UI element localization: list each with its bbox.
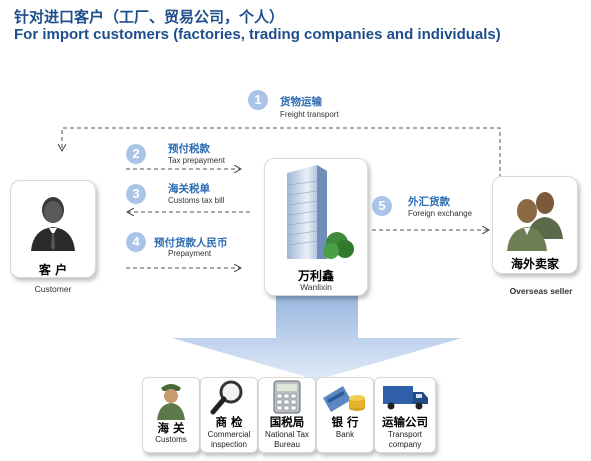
company-caption: Wanlixin	[300, 282, 332, 292]
step-1-number: 1	[248, 90, 268, 110]
agency-customs-label: 海 关	[157, 421, 185, 435]
agency-bank-label: 银 行	[331, 415, 359, 429]
step-4-caption: Prepayment	[168, 249, 212, 258]
funnel-arrow	[172, 296, 462, 380]
office-building-icon	[287, 165, 354, 259]
freight-arrow	[62, 127, 501, 178]
step-4-number: 4	[126, 232, 146, 252]
soldier-icon	[157, 384, 185, 420]
step-5-caption: Foreign exchange	[408, 209, 473, 218]
agency-bank: 银 行 Bank	[316, 377, 374, 453]
company-label: 万利鑫	[297, 269, 334, 283]
agency-inspection: 商 检 Commercial inspection	[200, 377, 258, 453]
customer-card: 客 户	[10, 180, 96, 278]
page-title-en: For import customers (factories, trading…	[14, 26, 501, 43]
step-3-label: 海关税单	[168, 183, 210, 195]
agency-bank-caption: Bank	[335, 430, 355, 439]
agency-customs: 海 关 Customs	[142, 377, 200, 453]
step-4-label: 预付货款人民币	[154, 237, 228, 249]
page-title-cn: 针对进口客户（工厂、贸易公司，个人）	[14, 8, 285, 26]
step-2-caption: Tax prepayment	[168, 156, 225, 165]
agency-inspection-label: 商 检	[215, 415, 243, 429]
seller-caption: Overseas seller	[509, 286, 573, 296]
agency-customs-caption: Customs	[155, 435, 187, 444]
step-3-number: 3	[126, 184, 146, 204]
step-2-number: 2	[126, 144, 146, 164]
step-5-number: 5	[372, 196, 392, 216]
agency-tax-caption: National Tax Bureau	[265, 430, 309, 449]
agency-transport-caption: Transport company	[388, 430, 422, 449]
step-5-label: 外汇货款	[408, 196, 450, 208]
businessman-icon	[31, 197, 75, 251]
step-1-caption: Freight transport	[280, 110, 339, 119]
agency-tax-bureau: 国税局 National Tax Bureau	[258, 377, 316, 453]
business-people-icon	[507, 192, 563, 251]
agency-transport-label: 运输公司	[382, 415, 428, 429]
seller-label: 海外卖家	[510, 257, 559, 271]
truck-icon	[383, 386, 428, 410]
seller-card: 海外卖家	[492, 176, 578, 274]
customer-caption: Customer	[34, 284, 72, 294]
company-card: 万利鑫 Wanlixin	[264, 158, 368, 296]
step-2-label: 预付税款	[168, 143, 210, 155]
step-3-caption: Customs tax bill	[168, 196, 225, 205]
step-1-label: 货物运输	[280, 96, 322, 108]
magnifier-icon	[210, 380, 243, 415]
bank-card-icon	[323, 386, 365, 412]
agency-transport: 运输公司 Transport company	[374, 377, 436, 453]
agency-tax-label: 国税局	[269, 415, 305, 429]
agency-inspection-caption: Commercial inspection	[207, 430, 251, 449]
calculator-icon	[273, 380, 301, 414]
customer-label: 客 户	[38, 263, 68, 277]
